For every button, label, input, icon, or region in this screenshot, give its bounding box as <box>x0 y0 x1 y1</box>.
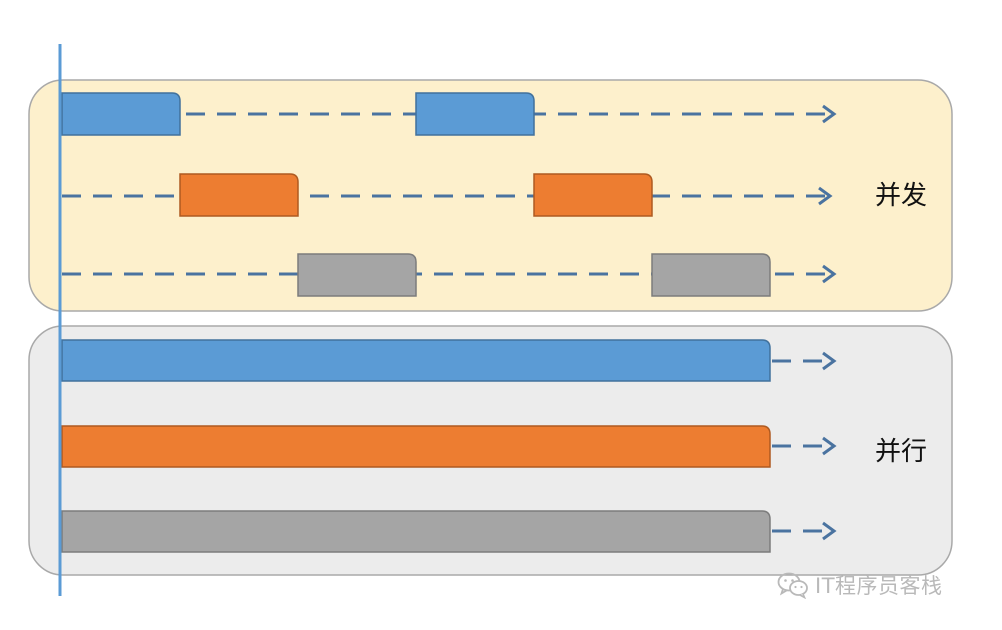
parallel-lane-2 <box>61 425 837 468</box>
task-block <box>61 92 181 136</box>
arrow-head-icon <box>822 521 837 541</box>
arrow-head-icon <box>822 436 837 456</box>
concurrent-label: 并发 <box>875 181 927 211</box>
task-block <box>533 173 653 217</box>
arrow-head-icon <box>822 264 837 284</box>
parallel-lane-3 <box>61 510 837 553</box>
concurrent-lane-2 <box>62 173 833 217</box>
parallel-label: 并行 <box>875 437 927 467</box>
parallel-lane-1 <box>61 339 837 382</box>
task-block <box>415 92 535 136</box>
arrow-head-icon <box>822 351 837 371</box>
task-bar <box>61 425 771 468</box>
wechat-icon <box>777 572 808 599</box>
task-block <box>297 253 417 297</box>
task-bar <box>61 510 771 553</box>
arrow-head-icon <box>822 104 837 124</box>
arrow-head-icon <box>818 186 833 206</box>
task-bar <box>61 339 771 382</box>
task-block <box>179 173 299 217</box>
watermark: IT程序员客栈 <box>777 570 943 600</box>
task-block <box>651 253 771 297</box>
concurrent-lane-3 <box>62 253 837 297</box>
watermark-text: IT程序员客栈 <box>815 574 943 598</box>
concurrent-lane-1 <box>61 92 837 136</box>
